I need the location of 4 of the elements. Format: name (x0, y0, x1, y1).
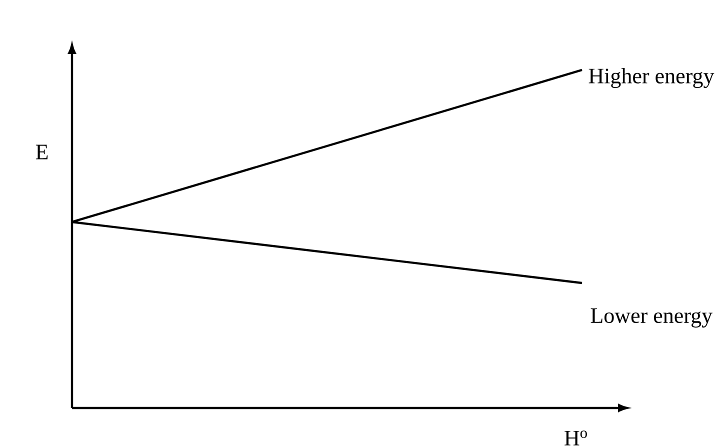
line-label: Lower energy (590, 308, 712, 328)
axis-label: H$^{o}$ (564, 430, 587, 446)
axis-label: E (36, 144, 48, 160)
line-label: Higher energy (588, 68, 714, 88)
